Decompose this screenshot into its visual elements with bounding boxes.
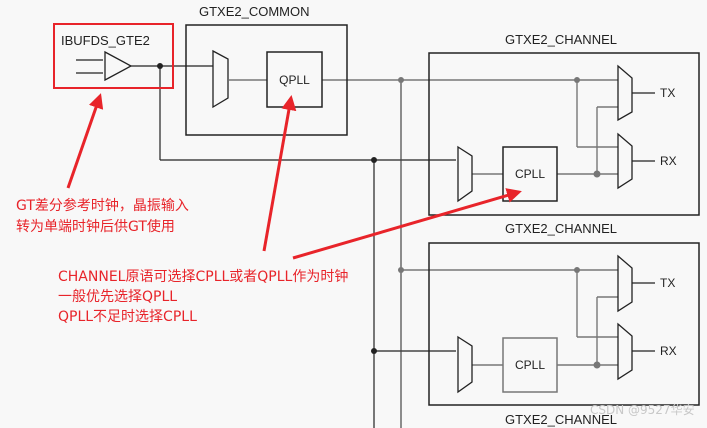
ibufds-note-line-2: 转为单端时钟后供GT使用: [16, 218, 175, 235]
channel-title: GTXE2_CHANNEL: [505, 221, 617, 236]
junction-dot: [371, 157, 377, 163]
cpll-label: CPLL: [515, 167, 545, 181]
tx-label: TX: [660, 276, 675, 290]
tx-mux-icon: [617, 64, 633, 122]
buffer-icon: [104, 50, 133, 82]
cpll-ref-mux-icon: [457, 145, 473, 203]
qpll-label: QPLL: [279, 73, 310, 87]
cpll-ref-mux-icon: [457, 335, 473, 394]
channel-title: GTXE2_CHANNEL: [505, 412, 617, 427]
gtxe2-common-block[interactable]: GTXE2_COMMON QPLL: [185, 4, 348, 136]
rx-mux-icon: [617, 132, 633, 190]
common-label: GTXE2_COMMON: [199, 4, 310, 19]
arrow-to-cpll: [292, 188, 522, 260]
ibufds-highlight-box: [53, 23, 174, 89]
tx-label: TX: [660, 86, 675, 100]
junction-dot: [593, 170, 601, 178]
rx-label: RX: [660, 154, 677, 168]
ibufds-label: IBUFDS_GTE2: [61, 33, 150, 48]
mux-icon: [212, 49, 229, 109]
pll-note-line-2: 一般优先选择QPLL: [58, 289, 177, 305]
watermark: CSDN @9527华安: [590, 402, 695, 417]
arrow-to-qpll: [262, 95, 297, 252]
gtxe2-channel-1[interactable]: GTXE2_CHANNEL CPLL TX RX: [428, 32, 700, 216]
channel-title: GTXE2_CHANNEL: [505, 32, 617, 47]
pll-note-line-3: QPLL不足时选择CPLL: [58, 309, 197, 325]
junction-dot: [398, 267, 404, 273]
rx-mux-icon: [617, 322, 633, 381]
channel-box: [428, 242, 700, 406]
ibufds-block[interactable]: IBUFDS_GTE2: [53, 23, 174, 89]
pll-note-line-1: CHANNEL原语可选择CPLL或者QPLL作为时钟: [58, 268, 348, 285]
rx-label: RX: [660, 344, 677, 358]
qpll-clock-wires: [229, 79, 618, 428]
channel-box: [428, 52, 700, 216]
gtxe2-channel-2[interactable]: GTXE2_CHANNEL CPLL TX RX: [428, 221, 700, 406]
annotation-arrows: [66, 93, 522, 260]
junction-dot: [574, 267, 580, 273]
junction-dot: [593, 361, 601, 369]
common-box: [185, 24, 348, 136]
ref-clock-wires: [76, 59, 456, 428]
ibufds-note-line-1: GT差分参考时钟，晶振输入: [16, 197, 189, 214]
arrow-to-ibufds: [66, 93, 104, 189]
junction-dot: [398, 77, 404, 83]
cpll-box[interactable]: [502, 337, 558, 393]
junction-dot: [157, 63, 163, 69]
junction-dot: [371, 348, 377, 354]
cpll-label: CPLL: [515, 358, 545, 372]
junction-dot: [574, 77, 580, 83]
tx-mux-icon: [617, 254, 633, 313]
